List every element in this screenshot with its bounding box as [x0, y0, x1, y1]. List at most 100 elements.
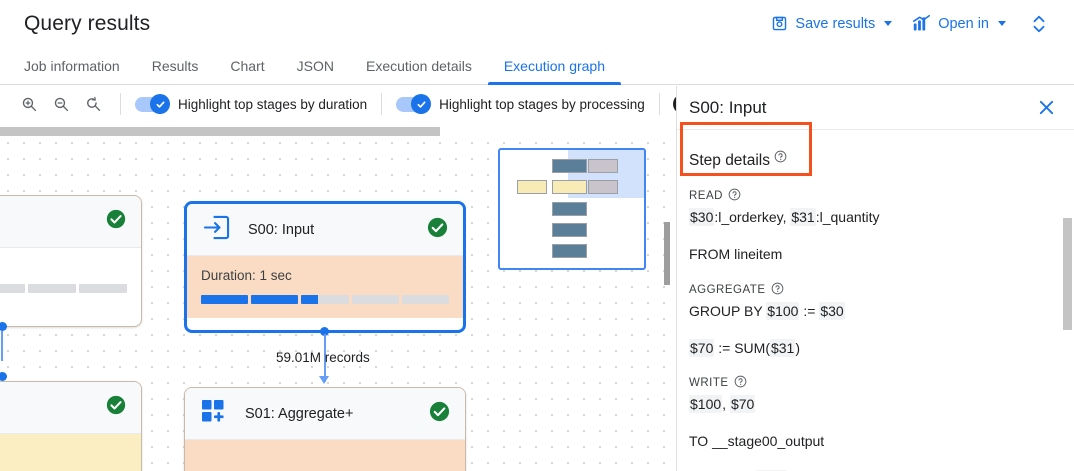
aggregate-plus-icon [201, 399, 227, 429]
tab-execution-details[interactable]: Execution details [365, 58, 472, 74]
check-circle-icon [426, 216, 449, 244]
edge-connector-dot [320, 327, 329, 336]
toggle-label-duration: Highlight top stages by duration [178, 96, 368, 112]
graph-node-partial-lower[interactable] [0, 381, 142, 471]
save-results-label: Save results [795, 15, 876, 32]
progress-segment [27, 284, 76, 293]
section-value-read: $30:l_orderkey, $31:l_quantity [689, 208, 880, 226]
toggle-third-option[interactable] [672, 94, 676, 114]
progress-segment [301, 295, 349, 304]
tab-bar: Job information Results Chart JSON Execu… [0, 47, 1074, 85]
node-body [0, 434, 141, 471]
input-arrow-icon [203, 215, 230, 245]
check-circle-icon [428, 400, 451, 428]
save-results-icon [771, 15, 788, 32]
node-progress-bar [201, 295, 450, 304]
progress-segment [251, 295, 299, 304]
toggle-knob [411, 94, 432, 114]
section-value-aggregate: GROUP BY $100 := $30 [689, 301, 845, 320]
edge-label-records: 59.01M records [276, 350, 370, 365]
node-header [0, 196, 141, 248]
section-value-to: TO __stage00_output [689, 433, 825, 450]
graph-node-s01-aggregate[interactable]: S01: Aggregate+ [184, 387, 466, 471]
node-body [0, 248, 141, 307]
section-label-aggregate: AGGREGATE [689, 282, 1062, 298]
tab-results[interactable]: Results [151, 58, 199, 74]
toggle-switch[interactable] [672, 94, 676, 114]
step-details-panel: S00: Input Step details READ [676, 86, 1074, 471]
section-label-write: WRITE [689, 375, 1062, 391]
graph-hscroll-thumb[interactable] [0, 127, 440, 136]
tab-chart[interactable]: Chart [230, 58, 265, 74]
minimap-node [588, 180, 618, 194]
zoom-out-button[interactable] [48, 91, 74, 117]
execution-graph-canvas[interactable]: S00: Input Duration: 1 sec [0, 122, 676, 471]
minimap-node [552, 159, 587, 173]
expand-collapse-icon [1030, 14, 1048, 34]
check-circle-icon [105, 208, 127, 235]
tab-json[interactable]: JSON [296, 58, 334, 74]
progress-segment [351, 295, 399, 304]
close-icon[interactable] [1037, 98, 1056, 117]
edge-arrow-icon [319, 376, 329, 384]
section-value-from: FROM lineitem [689, 246, 783, 263]
help-icon[interactable] [728, 188, 741, 204]
zoom-in-button[interactable] [16, 91, 42, 117]
graph-vscroll-thumb[interactable] [664, 222, 670, 285]
minimap-node [552, 180, 587, 194]
node-title: S00: Input [248, 221, 315, 238]
node-progress-bar [0, 284, 127, 293]
toggle-knob [672, 94, 676, 114]
minimap-node [552, 223, 587, 237]
toolbar-divider [381, 93, 383, 115]
tab-job-information[interactable]: Job information [24, 58, 120, 74]
toolbar-divider [120, 93, 121, 115]
open-in-label: Open in [938, 15, 989, 32]
minimap-node [517, 180, 547, 194]
node-duration-label: Duration: 1 sec [201, 268, 292, 283]
step-details-label: Step details [689, 152, 770, 169]
check-circle-icon [105, 394, 127, 421]
graph-minimap[interactable] [498, 148, 646, 270]
label-text: AGGREGATE [689, 283, 766, 296]
help-icon[interactable] [774, 150, 787, 168]
section-label-read: READ [689, 188, 1062, 204]
panel-vscroll-thumb[interactable] [1063, 218, 1072, 330]
node-title: S01: Aggregate+ [245, 405, 354, 422]
section-value-write: $100, $70 [689, 395, 756, 414]
graph-node-partial-upper[interactable] [0, 195, 142, 327]
section-value-sum: $70 := SUM($31) [689, 338, 801, 357]
toggle-switch[interactable] [396, 94, 432, 114]
toolbar-divider [658, 93, 660, 115]
toggle-switch[interactable] [135, 94, 170, 114]
graph-node-s00-input[interactable]: S00: Input Duration: 1 sec [184, 201, 466, 333]
open-in-button[interactable]: Open in [902, 8, 1016, 39]
node-header: S00: Input [187, 204, 463, 256]
save-results-button[interactable]: Save results [761, 8, 902, 39]
toggle-highlight-processing[interactable]: Highlight top stages by processing [396, 94, 645, 114]
graph-horizontal-scrollbar[interactable] [0, 122, 676, 136]
page-header: Query results Save results [0, 0, 1074, 47]
toggle-label-processing: Highlight top stages by processing [439, 96, 645, 112]
progress-segment [401, 295, 450, 304]
panel-body: Step details READ [677, 130, 1074, 471]
page-title: Query results [24, 11, 151, 35]
zoom-reset-icon [85, 96, 102, 113]
zoom-reset-button[interactable] [80, 91, 106, 117]
toggle-highlight-duration[interactable]: Highlight top stages by duration [135, 94, 368, 114]
toggle-knob [150, 94, 170, 114]
panel-title: S00: Input [689, 97, 767, 117]
progress-segment [78, 284, 127, 293]
expand-collapse-button[interactable] [1016, 6, 1060, 42]
step-details-heading: Step details [689, 150, 1062, 170]
node-body: Duration: 1 sec [187, 256, 463, 318]
label-text: WRITE [689, 377, 729, 390]
help-icon[interactable] [771, 282, 784, 298]
chevron-down-icon [884, 21, 893, 26]
zoom-controls [0, 91, 106, 117]
help-icon[interactable] [734, 375, 747, 391]
chevron-down-icon [998, 21, 1006, 26]
minimap-node [552, 202, 587, 216]
tab-execution-graph[interactable]: Execution graph [487, 59, 622, 85]
